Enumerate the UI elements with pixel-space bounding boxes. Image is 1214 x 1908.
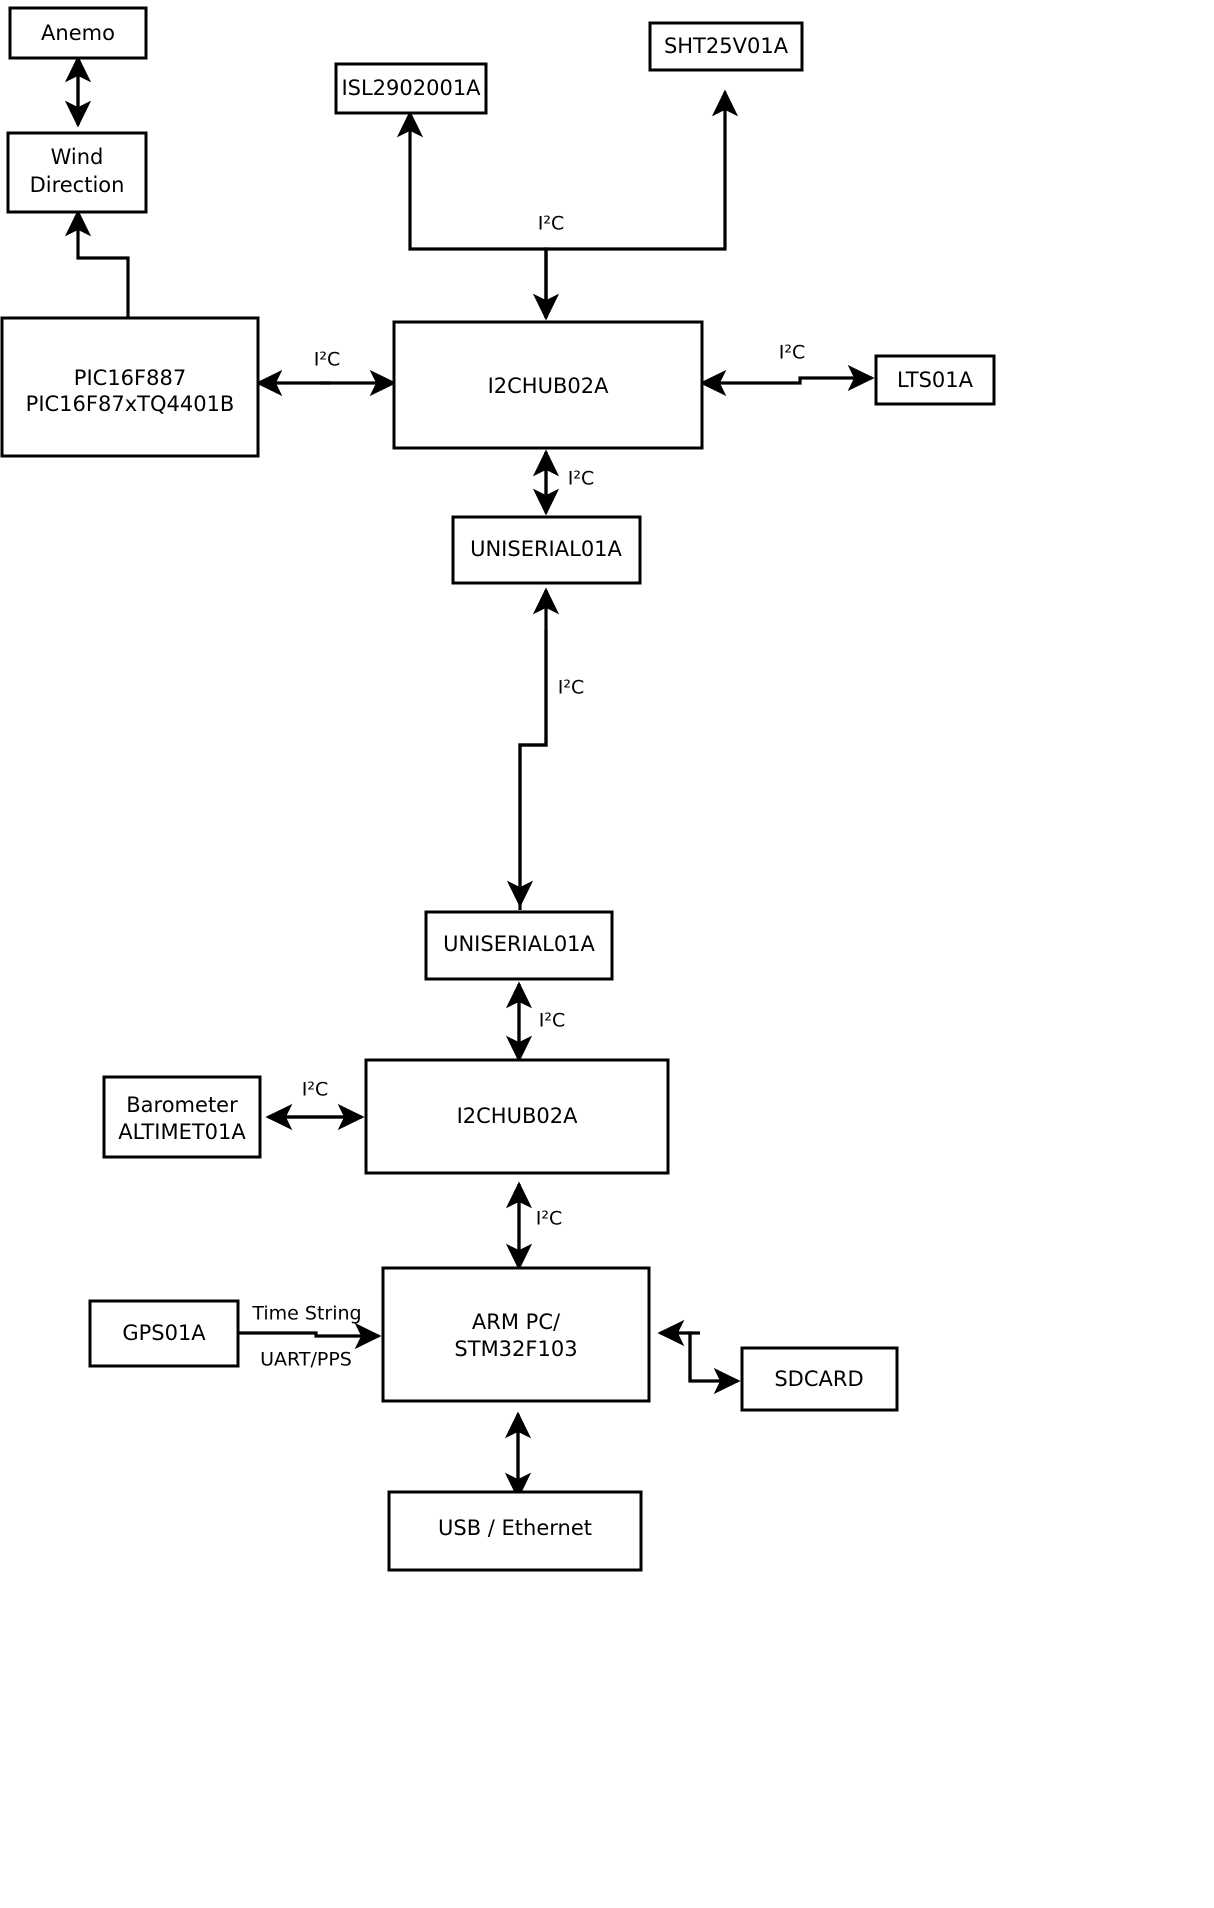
edge-label-i2c-uniserial-uniserial: I²C (558, 677, 585, 699)
node-sdcard[interactable]: SDCARD (740, 1346, 899, 1412)
node-box[interactable] (392, 320, 704, 450)
node-box[interactable] (874, 354, 996, 406)
node-uniserial01a-top[interactable]: UNISERIAL01A (451, 515, 642, 585)
node-label: LTS01A (897, 368, 974, 392)
edge-label-i2c-bus-top: I²C (538, 213, 565, 235)
edge-arm-sdcard (657, 1319, 741, 1395)
edge-unitop-unibottom (506, 587, 560, 910)
node-label: I2CHUB02A (457, 1104, 579, 1128)
node-sht25v01a[interactable]: SHT25V01A (648, 21, 804, 72)
edge-line (688, 1331, 741, 1395)
edge-label-time-string: Time String (251, 1303, 361, 1325)
node-label: UNISERIAL01A (470, 537, 622, 561)
edge-label-i2c-hub-arm: I²C (536, 1208, 563, 1230)
node-box[interactable] (648, 21, 804, 72)
node-label: USB / Ethernet (438, 1516, 592, 1540)
edge-label-uart-pps: UART/PPS (260, 1349, 352, 1371)
edge-line (506, 630, 548, 908)
node-label: I2CHUB02A (488, 374, 610, 398)
node-label-line2: PIC16F87xTQ4401B (26, 392, 235, 416)
node-label: Anemo (41, 21, 115, 45)
node-label-line2: ALTIMET01A (118, 1120, 246, 1144)
edge-line (64, 209, 130, 318)
node-box[interactable] (6, 131, 148, 214)
node-label-line1: Wind (51, 145, 104, 169)
node-box[interactable] (88, 1299, 240, 1368)
node-isl2902001a[interactable]: ISL2902001A (334, 62, 488, 115)
node-label-line2: STM32F103 (454, 1337, 577, 1361)
node-box[interactable] (381, 1266, 651, 1403)
node-box[interactable] (364, 1058, 670, 1175)
node-label-line1: Barometer (126, 1093, 238, 1117)
edge-label-i2c-baro-hub: I²C (302, 1079, 329, 1101)
node-i2chub02a-bottom[interactable]: I2CHUB02A (364, 1058, 670, 1175)
node-usb-ethernet[interactable]: USB / Ethernet (387, 1490, 643, 1572)
node-box[interactable] (451, 515, 642, 585)
edge-line (657, 1319, 692, 1381)
node-lts01a[interactable]: LTS01A (874, 354, 996, 406)
node-box[interactable] (102, 1075, 262, 1159)
node-wind-direction[interactable]: Wind Direction (6, 131, 148, 214)
edge-label-i2c-hub-uniserial: I²C (568, 468, 595, 490)
node-box[interactable] (387, 1490, 643, 1572)
node-label-line1: PIC16F887 (74, 366, 186, 390)
node-box[interactable] (334, 62, 488, 115)
node-label: SHT25V01A (664, 34, 789, 58)
node-label: GPS01A (122, 1321, 206, 1345)
edge-hubtop-lts (699, 364, 875, 397)
node-box[interactable] (8, 6, 148, 60)
node-pic16f887[interactable]: PIC16F887 PIC16F87xTQ4401B (0, 316, 260, 458)
node-uniserial01a-bottom[interactable]: UNISERIAL01A (424, 910, 614, 981)
node-gps01a[interactable]: GPS01A (88, 1299, 240, 1368)
node-barometer-altimet01a[interactable]: Barometer ALTIMET01A (102, 1075, 262, 1159)
edge-line (396, 110, 548, 318)
node-box[interactable] (740, 1346, 899, 1412)
edge-gps-arm (237, 1322, 382, 1350)
edge-hub-isl-sht (396, 89, 739, 321)
edge-label-i2c-uniserial-hub: I²C (539, 1010, 566, 1032)
edge-pic-wind (64, 209, 130, 318)
node-anemo[interactable]: Anemo (8, 6, 148, 60)
node-label: SDCARD (774, 1367, 863, 1391)
node-i2chub02a-top[interactable]: I2CHUB02A (392, 320, 704, 450)
edge-label-i2c-pic-hub: I²C (314, 349, 341, 371)
node-label-line2: Direction (30, 173, 125, 197)
node-label: ISL2902001A (341, 76, 481, 100)
edge-label-i2c-hub-lts: I²C (779, 342, 806, 364)
edge-line (518, 587, 560, 910)
edge-line (544, 89, 739, 318)
node-label: UNISERIAL01A (443, 932, 595, 956)
node-arm-pc-stm32f103[interactable]: ARM PC/ STM32F103 (381, 1266, 651, 1403)
edge-line (237, 1322, 382, 1350)
node-box[interactable] (424, 910, 614, 981)
node-box[interactable] (0, 316, 260, 458)
edge-line (790, 364, 875, 392)
node-label-line1: ARM PC/ (472, 1310, 561, 1334)
